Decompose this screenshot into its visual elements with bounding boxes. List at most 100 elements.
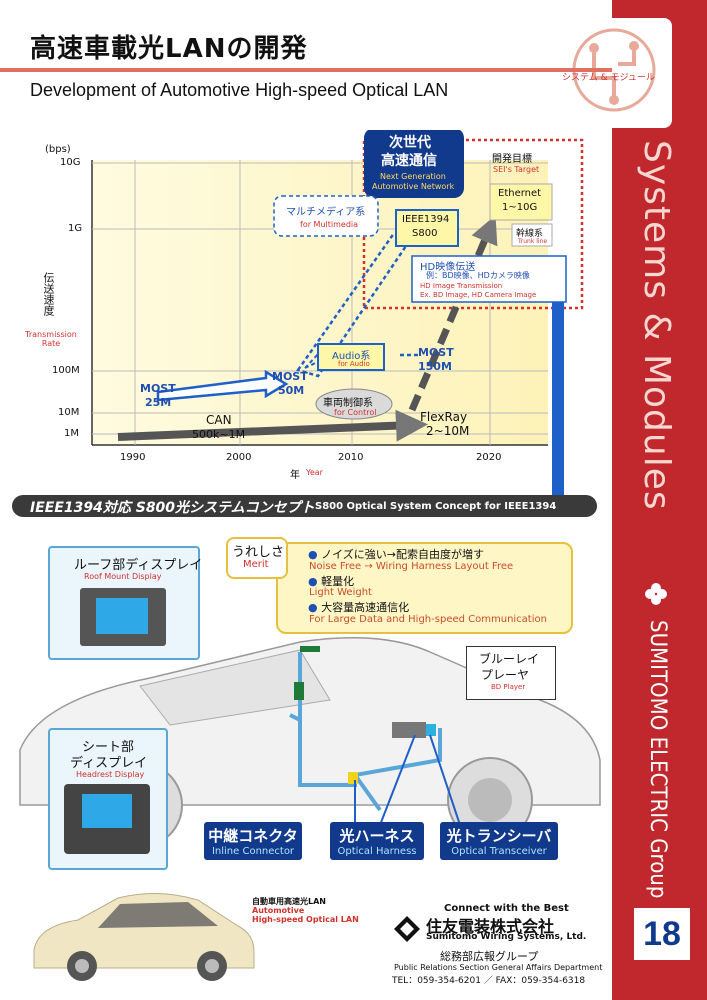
roof-display-jp: ルーフ部ディスプレイ: [74, 558, 203, 573]
ieee-l1: IEEE1394: [402, 214, 450, 225]
hd-jp1: HD映像伝送: [420, 262, 476, 273]
seat-display-photo: [64, 784, 150, 854]
merit-label-jp: うれしさ: [232, 545, 285, 560]
most25-l2: 25M: [145, 396, 172, 409]
category-logo: システム & モジュール: [556, 18, 672, 128]
multimedia-box: [273, 195, 379, 237]
merit-item-1: ● ノイズに強い→配索自由度が増す: [308, 548, 484, 561]
audio-en: for Audio: [338, 360, 370, 368]
most150-l1: MOST: [418, 346, 454, 359]
seat-display-en: Headrest Display: [76, 770, 145, 779]
merit-sub-1: Noise Free → Wiring Harness Layout Free: [309, 561, 514, 572]
control-badge: [315, 388, 393, 420]
can-l1: CAN: [206, 413, 232, 427]
control-en: for Control: [334, 408, 377, 417]
next-gen-badge: [364, 130, 464, 198]
y-axis-label-jp: 伝送速度: [42, 272, 55, 316]
bd-player-jp2: プレーヤ: [481, 668, 530, 682]
most-arrow: [156, 369, 289, 402]
bd-player-callout: ブルーレイ プレーヤ BD Player: [466, 646, 556, 700]
y-tick-1m: 1M: [64, 428, 79, 439]
y-axis-label-en: Transmission Rate: [25, 330, 77, 348]
bd-player-en: BD Player: [491, 683, 526, 691]
contact-info: TEL：059-354-6201 ／ FAX：059-354-6318: [392, 976, 586, 986]
merit-label-en: Merit: [243, 559, 269, 570]
merit-label-box: [226, 537, 288, 579]
x-tick-1990: 1990: [120, 452, 146, 463]
down-arrow-shaft: [552, 292, 564, 495]
merit-sub-3: For Large Data and High-speed Communicat…: [309, 614, 547, 625]
page-number: 18: [634, 908, 690, 960]
ieee-box: [395, 209, 459, 247]
seat-display-jp2: ディスプレイ: [70, 756, 148, 771]
trunk-en: Trunk line: [518, 238, 548, 245]
hd-box: [411, 255, 567, 303]
title-divider: [0, 68, 612, 72]
roadmap-chart: [91, 130, 584, 495]
hd-jp2: 例：BD映像、HDカメラ映像: [426, 271, 530, 280]
next-gen-jp1: 次世代: [389, 135, 431, 151]
target-jp: 開発目標: [492, 154, 532, 165]
page-title: 高速車載光LANの開発: [30, 34, 308, 64]
x-tick-2000: 2000: [226, 452, 252, 463]
seat-display-screen: [82, 794, 132, 828]
x-axis-label-jp: 年: [290, 470, 300, 481]
can-arrow: [117, 409, 428, 442]
most25-l1: MOST: [140, 382, 176, 395]
concept-title-jp: IEEE1394対応 S800光システムコンセプト: [30, 500, 315, 516]
y-tick-10m: 10M: [58, 407, 80, 418]
merit-box: [276, 542, 573, 634]
bd-player-jp1: ブルーレイ: [479, 652, 540, 666]
merit-sub-2: Light Weight: [309, 587, 372, 598]
ieee-l2: S800: [412, 228, 438, 239]
audio-box: [317, 343, 385, 371]
concept-title-en: S800 Optical System Concept for IEEE1394: [315, 501, 557, 512]
merit-item-2: ● 軽量化: [308, 575, 355, 588]
ethernet-l1: Ethernet: [498, 188, 542, 199]
y-unit: (bps): [45, 144, 71, 155]
slogan: Connect with the Best: [444, 903, 569, 914]
company-logo-icon: [394, 916, 420, 942]
category-label: システム & モジュール: [562, 73, 655, 83]
car-photo: [33, 893, 255, 981]
car-caption-en2: High-speed Optical LAN: [252, 915, 359, 924]
car-caption-jp: 自動車用高速光LAN: [252, 897, 326, 906]
next-gen-jp2: 高速通信: [381, 153, 437, 169]
next-gen-en2: Automotive Network: [372, 182, 455, 191]
multimedia-path: [295, 234, 408, 378]
control-jp: 車両制御系: [323, 398, 373, 409]
y-tick-1g: 1G: [68, 223, 83, 234]
roof-display-callout: ルーフ部ディスプレイ Roof Mount Display: [48, 546, 203, 660]
roof-display-screen: [96, 598, 148, 634]
ethernet-box: [489, 183, 553, 221]
department-jp: 総務部広報グループ: [440, 950, 539, 963]
trunk-jp: 幹線系: [516, 229, 544, 239]
side-band: [612, 0, 707, 1000]
x-tick-2020: 2020: [476, 452, 502, 463]
flexray-arrow: [408, 215, 498, 412]
brand-mark-icon: [645, 583, 667, 605]
concept-bar: [12, 495, 597, 517]
y-tick-10g: 10G: [60, 157, 81, 168]
roof-display-photo: [80, 588, 166, 646]
roof-display-en: Roof Mount Display: [84, 572, 162, 581]
merit-item-3: ● 大容量高速通信化: [308, 601, 410, 614]
section-title: Systems & Modules: [636, 140, 677, 511]
flexray-l1: FlexRay: [420, 410, 468, 424]
x-tick-2010: 2010: [338, 452, 364, 463]
ethernet-l2: 1~10G: [502, 202, 538, 213]
most150-l2: 150M: [418, 360, 452, 373]
y-tick-100m: 100M: [52, 365, 80, 376]
target-frame: [362, 138, 584, 310]
department-en: Public Relations Section General Affairs…: [394, 963, 603, 972]
seat-display-callout: シート部 ディスプレイ Headrest Display: [48, 728, 168, 870]
hd-en2: Ex. BD Image, HD Camera Image: [420, 291, 537, 299]
trunk-box: [511, 223, 553, 247]
can-l2: 500k~1M: [192, 428, 246, 441]
audio-jp: Audio系: [332, 351, 371, 362]
company-name-jp: 住友電装株式会社: [426, 917, 555, 936]
multimedia-en: for Multimedia: [300, 220, 359, 229]
company-name-en: Sumitomo Wiring Systems, Ltd.: [426, 932, 587, 942]
